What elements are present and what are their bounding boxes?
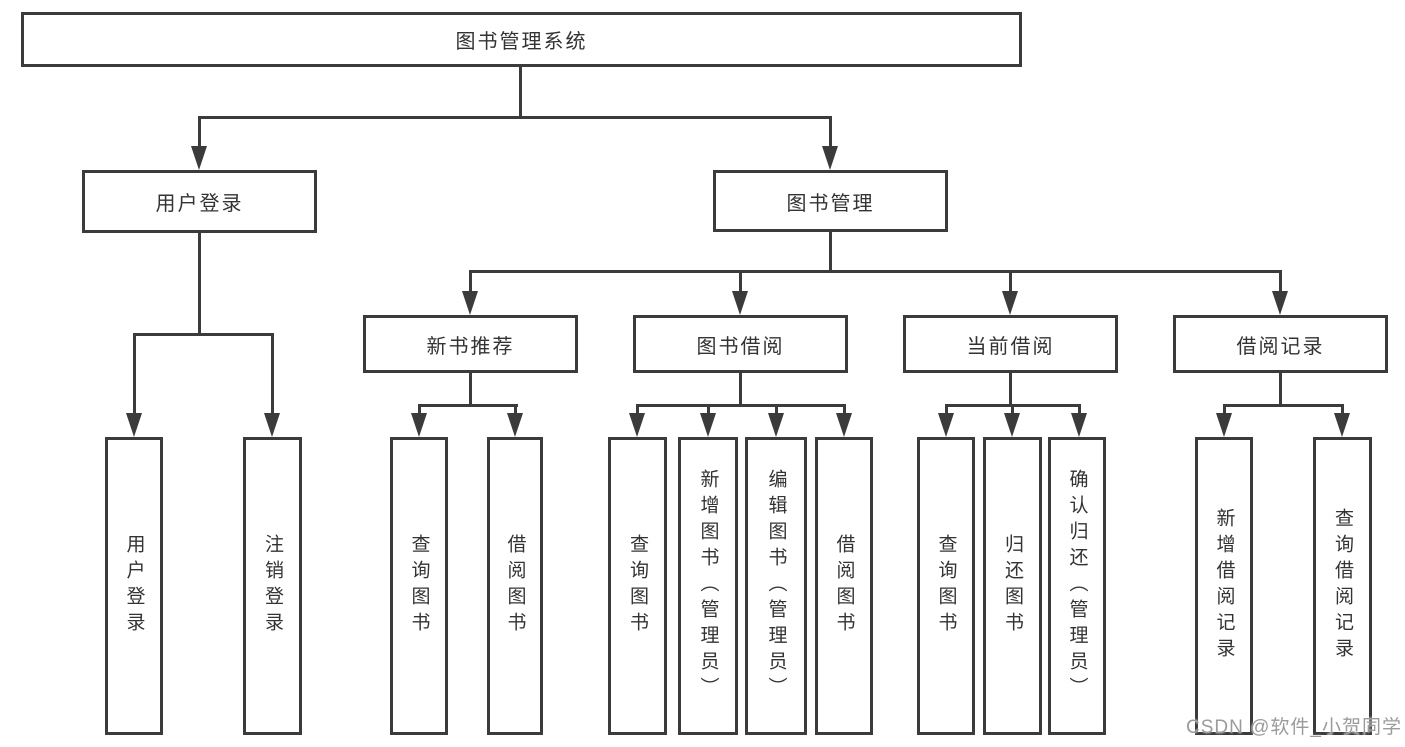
arrow-down-icon xyxy=(1002,291,1018,315)
connector-current-drop-2 xyxy=(1011,404,1014,413)
connector-root-drop-right xyxy=(829,116,832,146)
connector-userlogin-drop-1 xyxy=(133,333,136,413)
connector-current-trunk xyxy=(1009,373,1012,406)
arrow-down-icon xyxy=(938,413,954,437)
node-book-management: 图书管理 xyxy=(713,170,948,232)
connector-bookmgmt-drop-3 xyxy=(1009,270,1012,291)
arrow-down-icon xyxy=(264,413,280,437)
node-library-management-system: 图书管理系统 xyxy=(21,12,1022,67)
leaf-return-books: 归还图书 xyxy=(983,437,1042,735)
connector-bookmgmt-drop-4 xyxy=(1279,270,1282,291)
connector-newbook-trunk xyxy=(469,373,472,406)
connector-bookmgmt-drop-1 xyxy=(469,270,472,291)
connector-root-hbar xyxy=(198,116,832,119)
connector-borrow-drop-2 xyxy=(707,404,710,413)
csdn-watermark: CSDN @软件_小贺同学 xyxy=(1186,717,1402,738)
leaf-borrow-books-2: 借阅图书 xyxy=(815,437,873,735)
node-borrowing-records: 借阅记录 xyxy=(1173,315,1388,373)
connector-bookmgmt-drop-2 xyxy=(739,270,742,291)
leaf-confirm-return-admin: 确认归还（管理员） xyxy=(1048,437,1106,735)
leaf-logout: 注销登录 xyxy=(243,437,302,735)
leaf-query-books-2: 查询图书 xyxy=(608,437,667,735)
connector-newbook-drop-2 xyxy=(514,404,517,413)
connector-records-trunk xyxy=(1279,373,1282,406)
arrow-down-icon xyxy=(1216,413,1232,437)
arrow-down-icon xyxy=(411,413,427,437)
node-user-login: 用户登录 xyxy=(82,170,317,233)
arrow-down-icon xyxy=(836,413,852,437)
connector-newbook-hbar xyxy=(418,404,518,407)
arrow-down-icon xyxy=(629,413,645,437)
leaf-add-borrow-record: 新增借阅记录 xyxy=(1195,437,1253,735)
connector-root-trunk xyxy=(519,67,522,118)
connector-borrow-trunk xyxy=(739,373,742,406)
connector-borrow-drop-1 xyxy=(636,404,639,413)
connector-borrow-drop-4 xyxy=(843,404,846,413)
connector-borrow-drop-3 xyxy=(775,404,778,413)
arrow-down-icon xyxy=(1004,413,1020,437)
arrow-down-icon xyxy=(1334,413,1350,437)
arrow-down-icon xyxy=(768,413,784,437)
connector-bookmgmt-hbar xyxy=(469,270,1282,273)
connector-bookmgmt-trunk xyxy=(829,232,832,273)
leaf-add-books-admin: 新增图书（管理员） xyxy=(678,437,738,735)
node-book-borrowing: 图书借阅 xyxy=(633,315,848,373)
arrow-down-icon xyxy=(700,413,716,437)
connector-userlogin-hbar xyxy=(133,333,274,336)
arrow-down-icon xyxy=(462,291,478,315)
connector-records-drop-1 xyxy=(1223,404,1226,413)
arrow-down-icon xyxy=(732,291,748,315)
arrow-down-icon xyxy=(822,146,838,170)
arrow-down-icon xyxy=(507,413,523,437)
leaf-edit-books-admin: 编辑图书（管理员） xyxy=(745,437,807,735)
leaf-query-books-1: 查询图书 xyxy=(390,437,448,735)
leaf-borrow-books-1: 借阅图书 xyxy=(487,437,543,735)
connector-userlogin-trunk xyxy=(198,233,201,336)
leaf-query-borrow-record: 查询借阅记录 xyxy=(1313,437,1372,735)
arrow-down-icon xyxy=(126,413,142,437)
connector-root-drop-left xyxy=(198,116,201,146)
leaf-user-login: 用户登录 xyxy=(105,437,163,735)
connector-userlogin-drop-2 xyxy=(271,333,274,413)
node-current-borrowing: 当前借阅 xyxy=(903,315,1118,373)
connector-current-drop-3 xyxy=(1078,404,1081,413)
connector-current-drop-1 xyxy=(945,404,948,413)
connector-records-drop-2 xyxy=(1341,404,1344,413)
leaf-query-books-3: 查询图书 xyxy=(917,437,975,735)
node-new-book-recommendation: 新书推荐 xyxy=(363,315,578,373)
connector-newbook-drop-1 xyxy=(418,404,421,413)
arrow-down-icon xyxy=(1071,413,1087,437)
arrow-down-icon xyxy=(191,146,207,170)
connector-records-hbar xyxy=(1223,404,1344,407)
arrow-down-icon xyxy=(1272,291,1288,315)
connector-borrow-hbar xyxy=(636,404,846,407)
